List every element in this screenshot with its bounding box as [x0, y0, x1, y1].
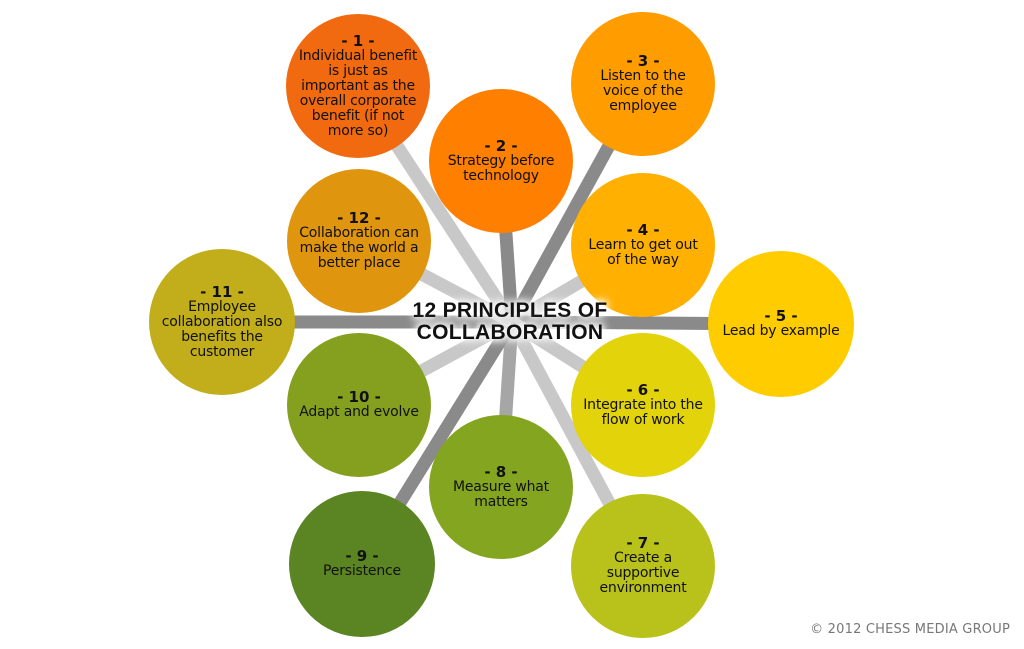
principle-number: - 8 -	[484, 462, 518, 481]
principle-text: Employee collaboration also benefits the…	[161, 298, 283, 360]
principle-number: - 6 -	[626, 380, 660, 399]
principle-number: - 10 -	[337, 388, 381, 406]
principle-text: Individual benefit is just as important …	[298, 47, 418, 139]
principle-circle-2: - 2 -Strategy before technology	[429, 89, 573, 233]
diagram-title: 12 PRINCIPLES OF COLLABORATION	[380, 300, 640, 344]
principle-circle-3: - 3 -Listen to the voice of the employee	[571, 12, 715, 156]
principle-text: Adapt and evolve	[299, 404, 419, 420]
principle-circle-6: - 6 -Integrate into the flow of work	[571, 333, 715, 477]
principle-circle-12: - 12 -Collaboration can make the world a…	[287, 169, 431, 313]
principle-text: Strategy before technology	[447, 152, 555, 184]
principle-number: - 9 -	[345, 547, 379, 565]
principle-text: Learn to get out of the way	[588, 236, 698, 268]
principle-circle-1: - 1 -Individual benefit is just as impor…	[286, 14, 430, 158]
principle-circle-8: - 8 -Measure what matters	[429, 415, 573, 559]
principle-text: Measure what matters	[453, 478, 549, 510]
principle-number: - 1 -	[341, 31, 375, 50]
principle-circle-10: - 10 -Adapt and evolve	[287, 333, 431, 477]
title-line-2: COLLABORATION	[416, 321, 604, 344]
principle-text: Integrate into the flow of work	[583, 396, 703, 428]
principle-number: - 3 -	[626, 52, 660, 70]
principle-number: - 5 -	[764, 307, 798, 325]
principle-circle-9: - 9 -Persistence	[289, 491, 435, 637]
principle-number: - 12 -	[337, 209, 381, 227]
copyright-notice: © 2012 CHESS MEDIA GROUP	[810, 622, 1010, 637]
principle-circle-7: - 7 -Create a supportive environment	[571, 494, 715, 638]
principle-text: Listen to the voice of the employee	[600, 68, 686, 114]
principle-number: - 7 -	[626, 534, 660, 552]
principle-number: - 11 -	[200, 282, 244, 301]
principle-text: Create a supportive environment	[599, 550, 687, 596]
principle-circle-4: - 4 -Learn to get out of the way	[571, 173, 715, 317]
principle-circle-5: - 5 -Lead by example	[708, 251, 854, 397]
principle-number: - 2 -	[484, 136, 518, 155]
principle-text: Persistence	[323, 563, 401, 579]
principle-circle-11: - 11 -Employee collaboration also benefi…	[149, 249, 295, 395]
title-line-1: 12 PRINCIPLES OF	[412, 299, 608, 322]
principle-number: - 4 -	[626, 220, 660, 239]
principle-text: Collaboration can make the world a bette…	[299, 225, 419, 271]
principle-text: Lead by example	[722, 323, 840, 339]
